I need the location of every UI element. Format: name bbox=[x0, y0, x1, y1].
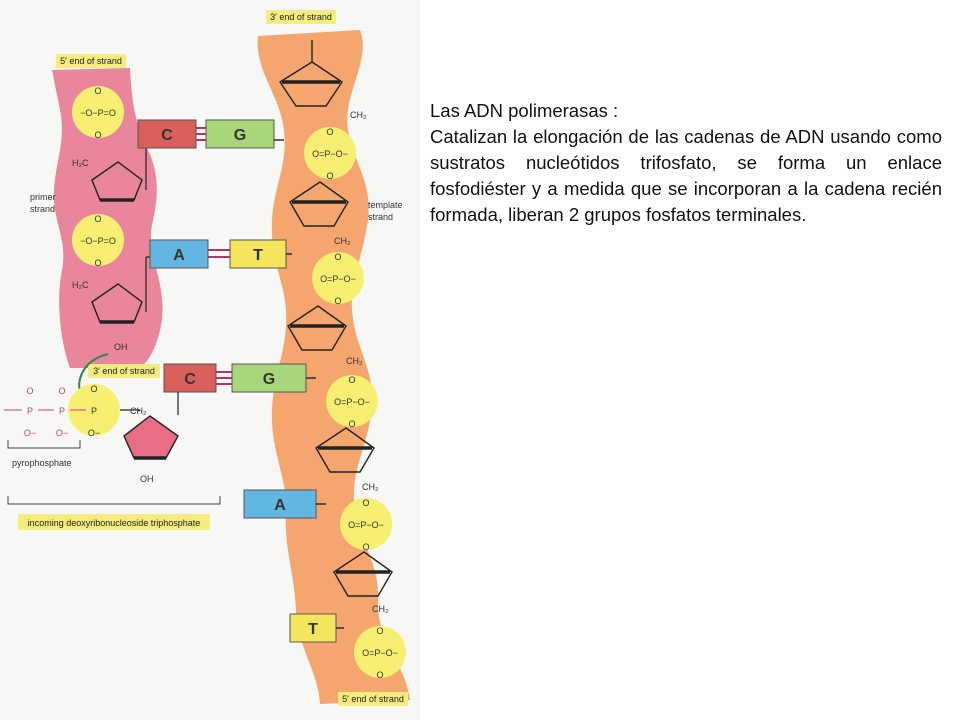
svg-text:CH₂: CH₂ bbox=[362, 482, 379, 492]
base-t-1-label: T bbox=[253, 247, 263, 264]
svg-text:O: O bbox=[348, 419, 355, 429]
label-box-top-left bbox=[56, 54, 126, 68]
description-text-block: Las ADN polimerasas : Catalizan la elong… bbox=[430, 98, 942, 228]
svg-text:O=P−O−: O=P−O− bbox=[312, 149, 348, 159]
base-g-2 bbox=[231, 363, 307, 393]
base-g-2-label: G bbox=[263, 371, 275, 388]
svg-text:O−: O− bbox=[24, 428, 36, 438]
svg-text:H₂C: H₂C bbox=[72, 280, 89, 290]
primer-phosphate-2: O −O−P=O O bbox=[72, 214, 124, 268]
svg-text:O: O bbox=[94, 130, 101, 140]
svg-text:O: O bbox=[94, 86, 101, 96]
base-c-2 bbox=[163, 363, 217, 393]
pyrophosphate-group: O P O− O P O− bbox=[4, 386, 86, 438]
base-a-1-label: A bbox=[173, 247, 185, 264]
incoming-ch2: CH₂ bbox=[130, 406, 147, 416]
label-5-end-top: 5′ end of strand bbox=[60, 56, 122, 66]
base-a-1 bbox=[149, 239, 209, 269]
label-pyrophosphate: pyrophosphate bbox=[12, 458, 72, 468]
svg-text:O=P−O−: O=P−O− bbox=[362, 648, 398, 658]
svg-text:CH₂: CH₂ bbox=[334, 236, 351, 246]
svg-text:O: O bbox=[94, 258, 101, 268]
svg-text:P: P bbox=[27, 406, 33, 416]
base-c-1 bbox=[137, 119, 197, 149]
description-body: Catalizan la elongación de las cadenas d… bbox=[430, 126, 942, 225]
svg-text:O=P−O−: O=P−O− bbox=[320, 274, 356, 284]
dna-polymerase-diagram: 3′ end of strand 5′ end of strand primer… bbox=[0, 0, 420, 720]
label-incoming: incoming deoxyribonucleoside triphosphat… bbox=[28, 518, 201, 528]
incoming-bracket bbox=[7, 496, 221, 505]
base-c-1-label: C bbox=[161, 127, 173, 144]
svg-text:O: O bbox=[90, 384, 97, 394]
base-a-2 bbox=[243, 489, 317, 519]
svg-text:OH: OH bbox=[114, 342, 128, 352]
primer-sugar-1: H₂C bbox=[72, 158, 143, 202]
incoming-sugar: OH bbox=[123, 415, 179, 484]
description-title: Las ADN polimerasas : bbox=[430, 100, 619, 121]
svg-text:O−: O− bbox=[88, 428, 100, 438]
svg-text:O: O bbox=[362, 542, 369, 552]
svg-text:P: P bbox=[59, 406, 65, 416]
label-primer-1: primer bbox=[30, 192, 56, 202]
template-sugar-2: CH₂ bbox=[289, 181, 351, 246]
svg-text:O: O bbox=[334, 252, 341, 262]
svg-text:O: O bbox=[26, 386, 33, 396]
template-phosphate-4: O O=P−O− O bbox=[340, 498, 392, 552]
svg-text:O: O bbox=[58, 386, 65, 396]
template-phosphate-3: O O=P−O− O bbox=[326, 375, 378, 429]
svg-text:CH₂: CH₂ bbox=[346, 356, 363, 366]
label-template-1: template bbox=[368, 200, 403, 210]
svg-text:H₂C: H₂C bbox=[72, 158, 89, 168]
label-box-bottom bbox=[338, 692, 408, 706]
svg-text:O: O bbox=[94, 214, 101, 224]
template-phosphate-5: O O=P−O− O bbox=[354, 626, 406, 680]
svg-text:O: O bbox=[348, 375, 355, 385]
svg-text:CH₂: CH₂ bbox=[372, 604, 389, 614]
base-c-2-label: C bbox=[184, 371, 196, 388]
svg-text:CH₂: CH₂ bbox=[350, 110, 367, 120]
base-a-2-label: A bbox=[274, 497, 286, 514]
base-t-2-label: T bbox=[308, 621, 318, 638]
primer-phosphate-1: O −O−P=O O bbox=[72, 86, 124, 140]
svg-text:−O−P=O: −O−P=O bbox=[80, 236, 116, 246]
incoming-alpha-phosphate: O P O− bbox=[68, 384, 120, 438]
primer-sugar-2: H₂C OH bbox=[72, 280, 143, 352]
template-sugar-1: CH₂ bbox=[279, 40, 367, 120]
label-template-2: strand bbox=[368, 212, 393, 222]
label-box-incoming bbox=[18, 514, 210, 530]
svg-text:O: O bbox=[334, 296, 341, 306]
base-g-1 bbox=[205, 119, 275, 149]
label-3-end-mid: 3′ end of strand bbox=[93, 366, 155, 376]
label-primer-2: strand bbox=[30, 204, 55, 214]
svg-text:O: O bbox=[326, 127, 333, 137]
svg-text:P: P bbox=[91, 406, 97, 416]
template-phosphate-2: O O=P−O− O bbox=[312, 252, 364, 306]
base-t-2 bbox=[289, 613, 337, 643]
template-phosphate-1: O O=P−O− O bbox=[304, 127, 356, 181]
template-sugar-5: CH₂ bbox=[333, 551, 393, 614]
template-sugar-3: CH₂ bbox=[287, 305, 363, 366]
template-sugar-4: CH₂ bbox=[315, 427, 379, 492]
label-box-top-right bbox=[266, 10, 336, 24]
label-5-end-bottom: 5′ end of strand bbox=[342, 694, 404, 704]
label-box-mid bbox=[88, 364, 160, 378]
base-g-1-label: G bbox=[234, 127, 246, 144]
label-3-end-top: 3′ end of strand bbox=[270, 12, 332, 22]
svg-text:O: O bbox=[326, 171, 333, 181]
svg-text:O: O bbox=[376, 626, 383, 636]
svg-text:O−: O− bbox=[56, 428, 68, 438]
svg-text:O=P−O−: O=P−O− bbox=[334, 397, 370, 407]
svg-text:−O−P=O: −O−P=O bbox=[80, 108, 116, 118]
svg-text:O: O bbox=[376, 670, 383, 680]
svg-text:O: O bbox=[362, 498, 369, 508]
svg-text:OH: OH bbox=[140, 474, 154, 484]
pyrophosphate-bracket bbox=[7, 440, 81, 449]
svg-text:O=P−O−: O=P−O− bbox=[348, 520, 384, 530]
